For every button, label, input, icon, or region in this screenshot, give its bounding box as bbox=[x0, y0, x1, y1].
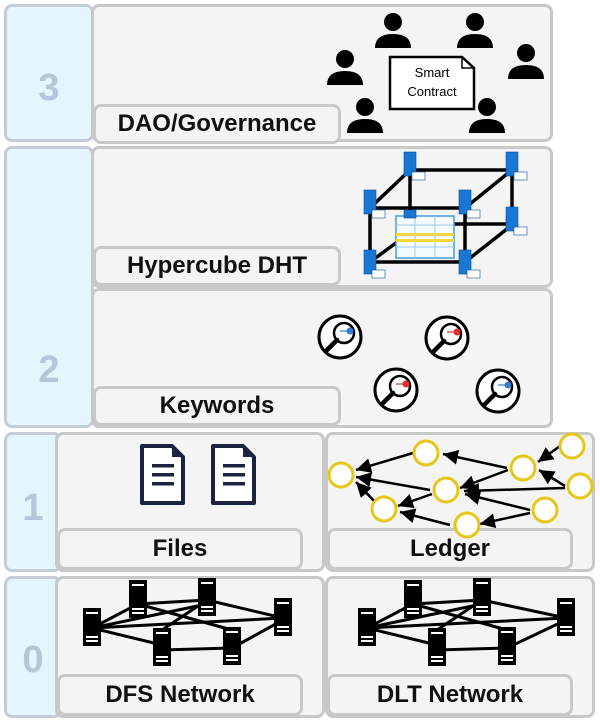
files-label: Files bbox=[57, 528, 303, 570]
dht-server-node bbox=[458, 189, 481, 219]
server-icon bbox=[129, 580, 147, 618]
server-icon bbox=[153, 628, 171, 666]
magnifier-key-icon bbox=[424, 315, 470, 361]
person-icon bbox=[469, 98, 505, 133]
person-icon bbox=[327, 50, 363, 85]
person-icon bbox=[375, 13, 411, 48]
dht-server-node bbox=[363, 249, 386, 279]
keywords-illustration bbox=[317, 314, 521, 414]
person-icon bbox=[508, 44, 544, 79]
hypercube-illustration bbox=[363, 151, 528, 279]
layer-2-column: 2 bbox=[4, 146, 94, 428]
ledger-illustration bbox=[327, 432, 594, 539]
person-icon bbox=[457, 13, 493, 48]
magnifier-key-icon bbox=[317, 314, 363, 360]
dht-server-node bbox=[505, 206, 528, 236]
server-icon bbox=[428, 628, 446, 666]
ledger-node bbox=[509, 454, 537, 482]
server-icon bbox=[198, 578, 216, 616]
server-icon bbox=[557, 598, 575, 636]
ledger-node bbox=[412, 439, 440, 467]
dht-server-node bbox=[403, 209, 417, 219]
keywords-label: Keywords bbox=[93, 386, 341, 426]
server-icon bbox=[404, 580, 422, 618]
document-icon bbox=[211, 444, 256, 505]
dht-table bbox=[395, 215, 455, 259]
dao-illustration: Smart Contract bbox=[327, 13, 544, 133]
server-icon bbox=[473, 578, 491, 616]
layer-number: 0 bbox=[22, 639, 44, 681]
hypercube-dht-label: Hypercube DHT bbox=[93, 246, 341, 286]
layer-number: 3 bbox=[38, 67, 60, 109]
document-icon bbox=[140, 444, 185, 505]
dao-governance-label: DAO/Governance bbox=[93, 104, 341, 144]
ledger-node bbox=[531, 496, 559, 524]
ledger-label: Ledger bbox=[327, 528, 573, 570]
server-icon bbox=[223, 627, 241, 665]
dht-server-node bbox=[403, 151, 426, 181]
magnifier-key-icon bbox=[373, 367, 419, 413]
ledger-node bbox=[370, 495, 398, 523]
layer-number: 2 bbox=[38, 349, 60, 391]
server-icon bbox=[358, 608, 376, 646]
dfs-network-label: DFS Network bbox=[57, 674, 303, 716]
ledger-node bbox=[432, 476, 460, 504]
contract-text-line-2: Contract bbox=[407, 84, 457, 99]
ledger-node bbox=[566, 472, 594, 500]
contract-text-line-1: Smart bbox=[415, 65, 450, 80]
server-icon bbox=[83, 608, 101, 646]
files-illustration bbox=[140, 444, 256, 505]
ledger-node bbox=[558, 432, 586, 460]
server-icon bbox=[274, 598, 292, 636]
magnifier-key-icon bbox=[475, 368, 521, 414]
server-icon bbox=[498, 627, 516, 665]
layer-number: 1 bbox=[22, 487, 44, 529]
dht-server-node bbox=[458, 249, 481, 279]
dlt-network-label: DLT Network bbox=[327, 674, 573, 716]
dht-server-node bbox=[363, 189, 386, 219]
layer-3-column: 3 bbox=[4, 4, 94, 142]
ledger-node bbox=[453, 511, 481, 539]
smart-contract-document: Smart Contract bbox=[388, 55, 476, 111]
person-icon bbox=[347, 98, 383, 133]
ledger-node bbox=[327, 461, 355, 489]
dht-server-node bbox=[505, 151, 528, 181]
layer-1-column: 1 bbox=[4, 432, 62, 572]
